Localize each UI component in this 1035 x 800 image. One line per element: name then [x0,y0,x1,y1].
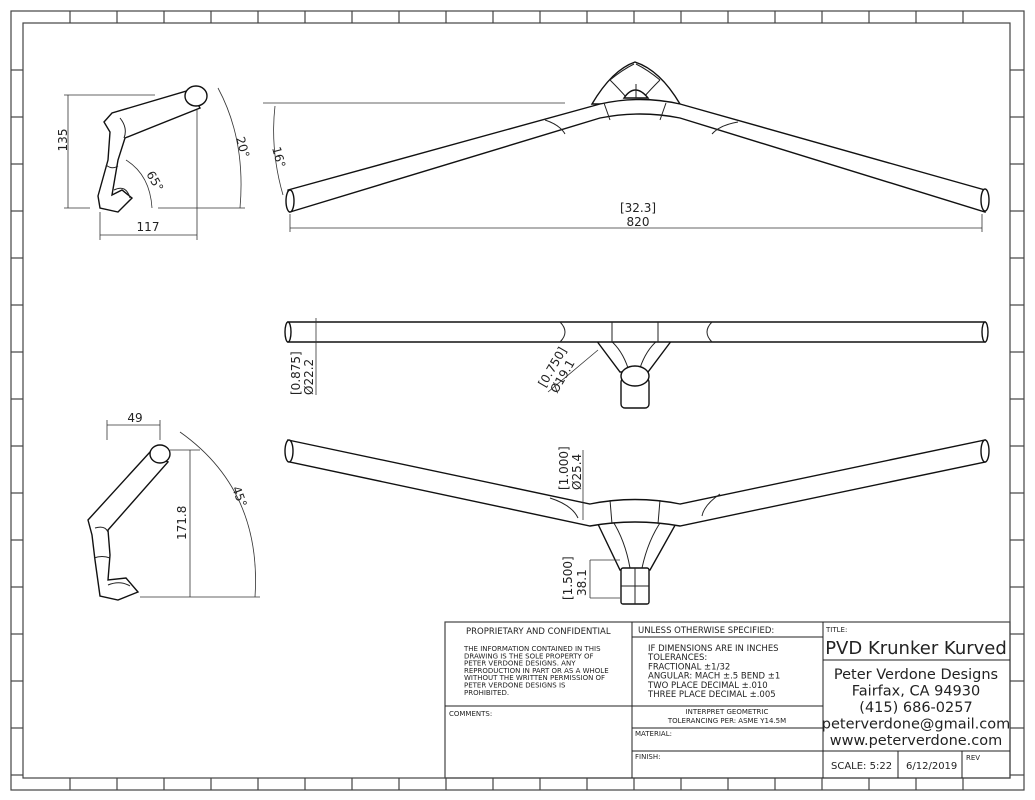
proprietary-heading: PROPRIETARY AND CONFIDENTIAL [466,627,611,637]
dim-height: 135 [56,129,70,152]
material-label: MATERIAL: [635,730,672,738]
proprietary-line: THE INFORMATION CONTAINED IN THIS [463,645,601,653]
tolerance-line: THREE PLACE DECIMAL ±.005 [647,690,776,700]
interpret-line-2: TOLERANCING PER: ASME Y14.5M [667,717,786,725]
unless-heading: UNLESS OTHERWISE SPECIFIED: [638,626,774,636]
company-line: peterverdone@gmail.com [822,717,1010,733]
tolerance-line: FRACTIONAL ±1/32 [648,662,730,672]
proprietary-line: DRAWING IS THE SOLE PROPERTY OF [464,652,594,660]
dim-width-mm: 820 [627,215,650,229]
dim-angle-65: 65° [143,169,166,194]
company-line: Peter Verdone Designs [834,667,998,683]
side-view-top: 135 117 20° 65° [56,85,252,240]
tolerance-line: IF DIMENSIONS ARE IN INCHES [648,644,779,654]
dim-clamp-in: [1.000] [557,446,571,490]
dim-rise-mm: 38.1 [575,569,589,596]
proprietary-line: WITHOUT THE WRITTEN PERMISSION OF [464,674,605,682]
scale: SCALE: 5:22 [831,761,892,772]
interpret-line-1: INTERPRET GEOMETRIC [686,708,769,716]
title-label: TITLE: [825,626,847,634]
dim-angle-45: 45° [229,484,249,509]
front-view-top: 16° [32.3] 820 [263,61,990,232]
finish-label: FINISH: [635,753,660,761]
dim-angle-16: 16° [269,145,288,169]
company-line: Fairfax, CA 94930 [852,684,980,700]
front-view-bottom: [1.000] Ø25.4 [1.500] 38.1 [284,439,990,605]
dim-width-in: [32.3] [620,201,656,215]
company-line: www.peterverdone.com [830,733,1003,749]
proprietary-line: REPRODUCTION IN PART OR AS A WHOLE [464,667,609,675]
dim-offset: 49 [127,411,142,425]
tolerance-line: TOLERANCES: [647,653,707,663]
dim-bar-mm: Ø22.2 [302,359,316,395]
dim-width: 117 [137,220,160,234]
rev-label: REV [966,754,980,762]
proprietary-line: PROHIBITED. [464,689,509,697]
dim-angle-20: 20° [233,135,252,159]
dim-height: 171.8 [175,506,189,540]
dim-bar-in: [0.875] [289,351,303,395]
proprietary-line: PETER VERDONE DESIGNS. ANY [464,660,576,668]
company-line: (415) 686-0257 [859,700,972,716]
proprietary-line: PETER VERDONE DESIGNS IS [464,682,566,690]
tolerance-line: ANGULAR: MACH ±.5 BEND ±1 [648,672,780,682]
plan-view: [0.875] Ø22.2 [0.750] Ø19.1 [284,318,989,409]
drawing-title: PVD Krunker Kurved [825,638,1007,659]
side-view-bottom: 49 171.8 45° [87,411,260,601]
tolerance-line: TWO PLACE DECIMAL ±.010 [647,681,768,691]
date: 6/12/2019 [906,761,957,772]
comments-label: COMMENTS: [449,710,492,718]
dim-clamp-mm: Ø25.4 [570,454,584,490]
title-block: PROPRIETARY AND CONFIDENTIAL THE INFORMA… [444,621,1011,779]
dim-rise-in: [1.500] [561,556,575,600]
